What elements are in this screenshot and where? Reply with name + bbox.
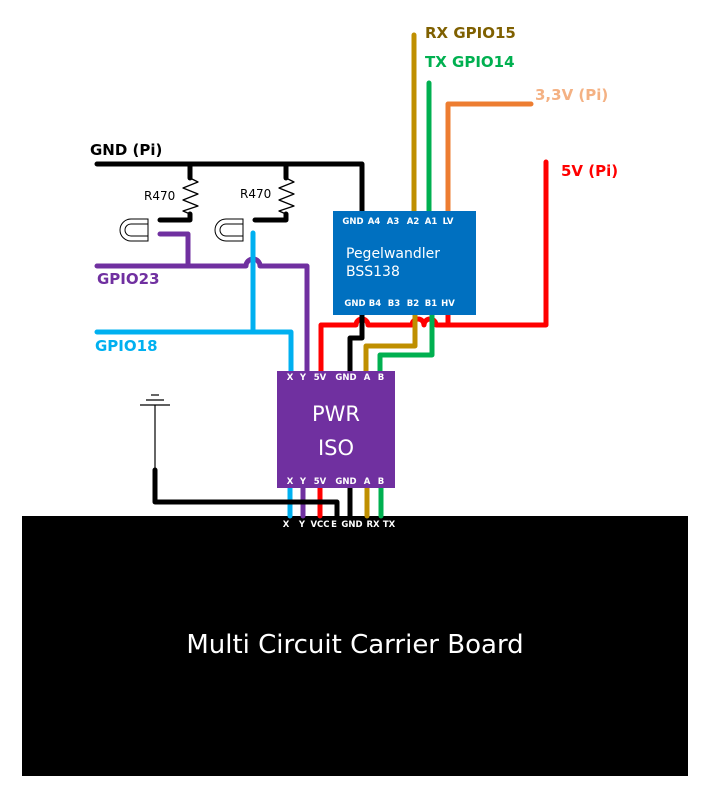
level-shifter-top-pins: GND A4 A3 A2 A1 LV [342,217,453,227]
label-5v-pi: 5V (Pi) [561,162,618,180]
wire-3v3 [445,101,534,215]
pwr-pin-b-bottom: B [378,477,384,487]
wire-5v [445,159,549,328]
label-gpio18: GPIO18 [95,337,158,355]
earth-ground-icon [140,394,170,406]
ls-pin-lv: LV [443,217,454,227]
ls-pin-gnd-top: GND [342,217,363,227]
wire-r2-bottom [252,211,289,223]
carrier-pin-y: Y [298,520,306,530]
carrier-pin-tx: TX [383,520,396,530]
ls-pin-a1: A1 [425,217,438,227]
pwr-pin-a-top: A [364,373,371,383]
pwr-pin-gnd-bottom: GND [335,477,356,487]
ls-pin-a3: A3 [387,217,400,227]
label-gpio23: GPIO23 [97,270,160,288]
level-shifter-title-2: BSS138 [346,264,400,280]
pwr-pin-y-top: Y [299,373,307,383]
pwr-pin-gnd-top: GND [335,373,356,383]
carrier-board-pins: X Y VCC E GND RX TX [283,520,396,530]
ls-pin-a2: A2 [407,217,420,227]
resistor-1 [182,177,199,215]
carrier-pin-x: X [283,520,290,530]
pwr-iso-bottom-pins: X Y 5V GND A B [287,477,385,487]
carrier-board-title: Multi Circuit Carrier Board [186,630,523,660]
led-1 [119,218,149,242]
wire-gnd-ls-pwr [347,311,365,375]
level-shifter-title-1: Pegelwandler [346,246,440,262]
carrier-pin-e: E [331,520,337,530]
wire-b1-b [377,311,435,375]
ls-pin-hv: HV [441,299,455,309]
pwr-iso-title-2: ISO [318,436,354,460]
ls-pin-gnd-bottom: GND [344,299,365,309]
label-tx-gpio14: TX GPIO14 [425,53,515,71]
label-rx-gpio15: RX GPIO15 [425,24,516,42]
ls-pin-b4: B4 [369,299,381,309]
ls-pin-b1: B1 [425,299,437,309]
level-shifter [333,211,476,315]
pwr-pin-y-bottom: Y [299,477,307,487]
wire-gpio18 [94,329,294,375]
ls-pin-a4: A4 [368,217,381,227]
label-gnd-pi: GND (Pi) [90,141,162,159]
carrier-pin-vcc: VCC [310,520,329,530]
carrier-pin-rx: RX [366,520,380,530]
carrier-pin-gnd: GND [341,520,362,530]
carrier-board [22,516,688,776]
pwr-pin-5v-bottom: 5V [314,477,327,487]
pwr-iso-top-pins: X Y 5V GND A B [287,373,385,383]
led-2 [214,218,244,242]
wire-r1-bottom [157,211,193,223]
resistor-1-label: R470 [144,189,175,203]
ls-pin-b2: B2 [407,299,419,309]
pwr-pin-x-bottom: X [287,477,294,487]
resistor-2-label: R470 [240,187,271,201]
wire-gpio23-led [157,231,191,269]
pwr-pin-a-bottom: A [364,477,371,487]
ls-pin-b3: B3 [388,299,400,309]
label-3v3-pi: 3,3V (Pi) [535,86,608,104]
pwr-pin-5v-top: 5V [314,373,327,383]
resistor-2 [278,177,295,215]
wire-earth [152,467,340,519]
pwr-iso-title-1: PWR [312,402,360,426]
level-shifter-bottom-pins: GND B4 B3 B2 B1 HV [344,299,455,309]
wire-b2-a [363,311,418,375]
wire-gnd-pi [94,161,365,215]
pwr-pin-x-top: X [287,373,294,383]
pwr-iso [277,371,395,488]
pwr-pin-b-top: B [378,373,384,383]
